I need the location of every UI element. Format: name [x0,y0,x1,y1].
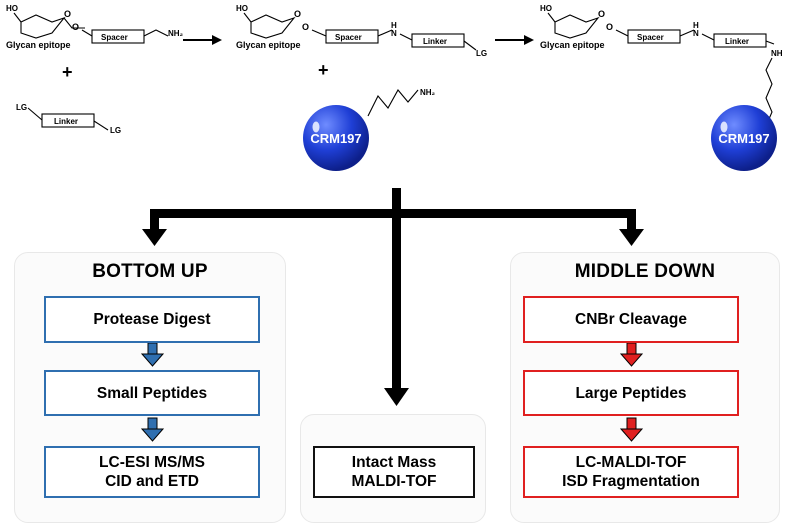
leaving-group-right: LG [110,126,121,135]
hydroxyl-label-3: HO [540,4,552,13]
step-lc-esi-msms: LC-ESI MS/MS CID and ETD [44,446,260,498]
bottom-up-title: BOTTOM UP [92,261,208,282]
molecule-activated-glycan: HO O O H N LG [236,4,487,58]
glycan-epitope-label-2: Glycan epitope [236,40,301,50]
step-protease-digest: Protease Digest [44,296,260,343]
middle-down-title: MIDDLE DOWN [574,261,716,282]
intact-mass-label: Intact Mass [351,454,437,471]
step-small-peptides: Small Peptides [44,370,260,416]
arrow-to-bottom-up [142,229,167,246]
spacer-label-1: Spacer [101,33,128,42]
step-intact-mass: Intact Mass MALDI-TOF [313,446,475,498]
step-large-peptides-label: Large Peptides [575,384,687,402]
ring-oxygen-2: O [294,9,301,19]
lysine-nh2: NH₂ [420,88,436,97]
reaction-arrow-2 [495,35,534,45]
linker-label-3: Linker [725,37,749,46]
glycan-epitope-label-3: Glycan epitope [540,40,605,50]
leaving-group-2: LG [476,49,487,58]
step-lc-esi-msms-label: LC-ESI MS/MS [99,454,205,471]
step-cid-etd-label: CID and ETD [105,473,199,490]
spacer-label-2: Spacer [335,33,362,42]
glycosidic-oxygen-1: O [72,22,79,32]
glycan-epitope-label-1: Glycan epitope [6,40,71,50]
leaving-group-left: LG [16,103,27,112]
plus-sign-1: + [62,62,73,82]
bottom-up-step-arrows [140,342,165,442]
step-lc-maldi-tof-label: LC-MALDI-TOF [575,454,687,471]
linker-label-1: Linker [54,117,78,126]
middle-down-step-arrows [619,342,644,442]
step-small-peptides-label: Small Peptides [96,384,208,402]
branch-arrows [142,188,644,406]
hydroxyl-label-2: HO [236,4,248,13]
linker-label-2: Linker [423,37,447,46]
glycosidic-oxygen-2: O [302,22,309,32]
arrow-to-middle-down [619,229,644,246]
step-protease-digest-label: Protease Digest [93,311,211,328]
reaction-arrow-1 [183,35,222,45]
hydroxyl-label-1: HO [6,4,18,13]
amine-h-2: H [391,21,397,30]
molecule-glycoconjugate: HO O O H N NH [540,4,783,127]
step-isd-fragmentation-label: ISD Fragmentation [562,473,700,490]
maldi-tof-label: MALDI-TOF [351,473,437,490]
step-cnbr-cleavage: CNBr Cleavage [523,296,739,343]
step-large-peptides: Large Peptides [523,370,739,416]
molecule-glycan-spacer-amine: HO O O NH₂ [6,4,184,44]
amine-n-3a: N [693,29,699,38]
crm197-protein-1: NH₂ CRM197 [303,88,436,171]
crm197-label-2: CRM197 [718,131,769,146]
amine-n-2: N [391,29,397,38]
step-cnbr-cleavage-label: CNBr Cleavage [575,311,687,328]
ring-oxygen-1: O [64,9,71,19]
step-lc-maldi-tof: LC-MALDI-TOF ISD Fragmentation [523,446,739,498]
spacer-label-3: Spacer [637,33,664,42]
arrow-to-intact-mass [384,388,409,406]
linker-reagent: LG LG [16,103,121,135]
glycosidic-oxygen-3: O [606,22,613,32]
crm197-protein-2: CRM197 [711,105,777,171]
amine-h-3a: H [693,21,699,30]
amine-nh2-1: NH₂ [168,29,184,38]
plus-sign-2: + [318,60,329,80]
crm197-label-1: CRM197 [310,131,361,146]
ring-oxygen-3: O [598,9,605,19]
amine-nh-3b: NH [771,49,783,58]
